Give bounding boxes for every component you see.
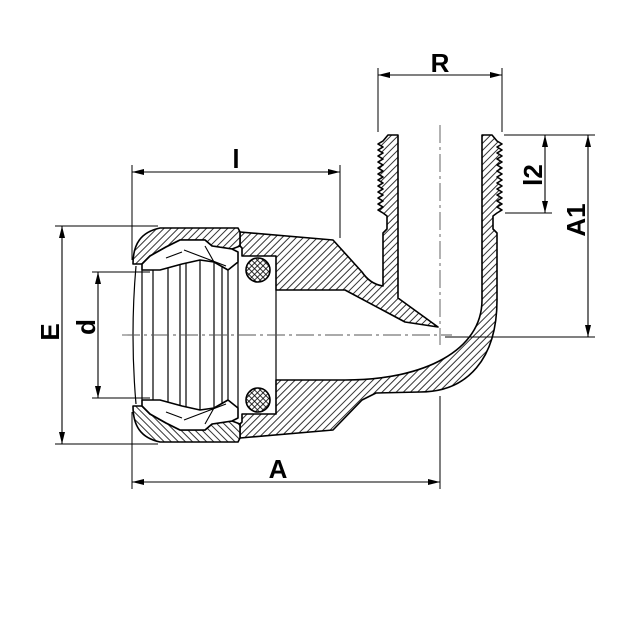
o-ring-lower (245, 387, 271, 413)
dimension-d-label: d (71, 319, 101, 335)
collet-upper (141, 239, 239, 271)
fitting-section (122, 125, 503, 443)
push-fit-lower (132, 387, 271, 443)
collet-lower (141, 399, 239, 431)
dimension-l2: l2 (504, 134, 595, 214)
dimension-A1: A1 (445, 135, 595, 338)
dimension-A: A (131, 396, 441, 489)
dimension-d: d (71, 271, 150, 399)
body-lower-section (239, 134, 503, 439)
dimension-A1-label: A1 (561, 203, 591, 236)
dimension-l: l (131, 144, 341, 260)
push-fit-upper (132, 227, 271, 283)
dimension-R-label: R (431, 48, 450, 78)
dimension-E-label: E (35, 323, 65, 340)
dimension-l2-label: l2 (518, 164, 548, 186)
body-upper-section (239, 134, 439, 328)
o-ring-upper (245, 257, 271, 283)
dimension-A-label: A (269, 454, 288, 484)
dimension-E: E (35, 225, 158, 445)
collet-tooth-upper (165, 245, 227, 267)
collet-tooth-lower (165, 403, 227, 425)
dimension-l-label: l (232, 144, 239, 174)
dimension-R: R (377, 48, 503, 132)
